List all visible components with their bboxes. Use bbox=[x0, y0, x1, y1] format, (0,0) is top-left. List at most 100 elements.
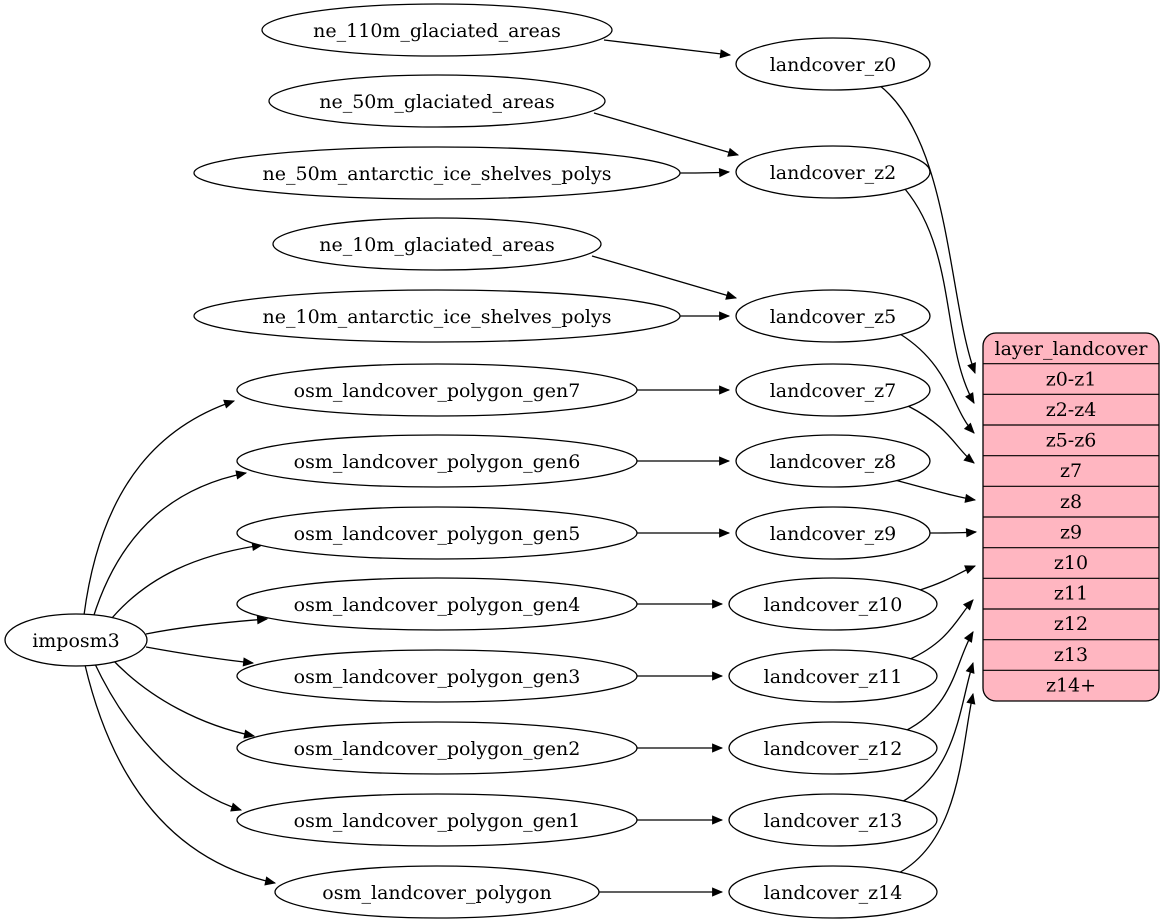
layer-ellipse bbox=[735, 434, 931, 488]
edge-landcover_z12-to-row-z12 bbox=[904, 631, 974, 732]
node-landcover_z10: landcover_z10 bbox=[728, 577, 938, 631]
edge-imposm3-to-osm_landcover_polygon_gen2 bbox=[109, 656, 256, 739]
node-landcover_z12: landcover_z12 bbox=[728, 721, 938, 775]
edge-landcover_z9-to-row-z9 bbox=[929, 528, 978, 538]
node-landcover_z5: landcover_z5 bbox=[735, 289, 931, 343]
layer-ellipse bbox=[735, 289, 931, 343]
source-ellipse bbox=[236, 577, 638, 631]
table-row-z13: z13 bbox=[1054, 644, 1088, 666]
edge-ne_50m_glaciated_areas-to-landcover_z2 bbox=[593, 112, 740, 157]
source-label: osm_landcover_polygon_gen3 bbox=[294, 666, 581, 688]
table-row-z14plus: z14+ bbox=[1046, 675, 1096, 697]
edge-landcover_z10-to-row-z10 bbox=[919, 565, 977, 591]
layer-label: landcover_z12 bbox=[764, 738, 903, 760]
layer-ellipse bbox=[735, 506, 931, 560]
layer-label: landcover_z9 bbox=[770, 523, 897, 545]
table-row-z8: z8 bbox=[1060, 491, 1082, 513]
layer-label: landcover_z8 bbox=[770, 451, 897, 473]
layer-ellipse bbox=[735, 363, 931, 417]
layer-ellipse bbox=[728, 865, 938, 919]
source-ellipse bbox=[193, 289, 681, 343]
source-label: ne_10m_antarctic_ice_shelves_polys bbox=[263, 306, 612, 328]
node-osm_landcover_polygon_gen3: osm_landcover_polygon_gen3 bbox=[236, 649, 638, 703]
table-row-z5-z6: z5-z6 bbox=[1046, 430, 1097, 452]
source-label: osm_landcover_polygon_gen7 bbox=[294, 380, 581, 402]
node-landcover_z8: landcover_z8 bbox=[735, 434, 931, 488]
layer-label: landcover_z13 bbox=[764, 810, 903, 832]
source-label: ne_10m_glaciated_areas bbox=[319, 234, 555, 256]
node-osm_landcover_polygon_gen7: osm_landcover_polygon_gen7 bbox=[236, 363, 638, 417]
edge-ne_110m_glaciated_areas-to-landcover_z0 bbox=[603, 39, 732, 59]
source-ellipse bbox=[274, 865, 600, 919]
layer-ellipse bbox=[728, 577, 938, 631]
imposm3-ellipse bbox=[4, 613, 148, 667]
node-landcover_z11: landcover_z11 bbox=[728, 649, 938, 703]
edge-landcover_z7-to-row-z7 bbox=[907, 405, 975, 464]
layer-label: landcover_z0 bbox=[770, 54, 897, 76]
table-row-z0-z1: z0-z1 bbox=[1046, 369, 1097, 391]
edge-imposm3-to-osm_landcover_polygon_gen7 bbox=[83, 399, 236, 616]
source-ellipse bbox=[236, 363, 638, 417]
source-label: osm_landcover_polygon bbox=[322, 882, 551, 904]
node-landcover_z7: landcover_z7 bbox=[735, 363, 931, 417]
source-ellipse bbox=[236, 649, 638, 703]
node-osm_landcover_polygon_gen6: osm_landcover_polygon_gen6 bbox=[236, 434, 638, 488]
source-ellipse bbox=[236, 721, 638, 775]
source-ellipse bbox=[236, 506, 638, 560]
node-landcover_z13: landcover_z13 bbox=[728, 793, 938, 847]
layer-ellipse bbox=[728, 793, 938, 847]
node-osm_landcover_polygon_gen5: osm_landcover_polygon_gen5 bbox=[236, 506, 638, 560]
table-row-z12: z12 bbox=[1054, 613, 1088, 635]
edge-imposm3-to-osm_landcover_polygon_gen6 bbox=[92, 470, 248, 619]
source-label: ne_110m_glaciated_areas bbox=[313, 20, 561, 42]
source-ellipse bbox=[236, 793, 638, 847]
edge-ne_50m_antarctic_ice_shelves_polys-to-landcover_z2 bbox=[679, 168, 731, 178]
source-label: osm_landcover_polygon_gen5 bbox=[294, 523, 581, 545]
source-label: osm_landcover_polygon_gen1 bbox=[294, 810, 581, 832]
table-row-z11: z11 bbox=[1054, 583, 1088, 605]
layer-ellipse bbox=[735, 37, 931, 91]
edge-imposm3-to-osm_landcover_polygon_gen4 bbox=[145, 615, 269, 635]
table-title: layer_landcover bbox=[995, 338, 1149, 360]
edge-imposm3-to-osm_landcover_polygon_gen3 bbox=[145, 646, 255, 667]
layer-ellipse bbox=[728, 649, 938, 703]
source-ellipse bbox=[261, 3, 613, 57]
table-row-z10: z10 bbox=[1054, 552, 1088, 574]
source-ellipse bbox=[272, 217, 602, 271]
edge-landcover_z5-to-row-z5-z6 bbox=[899, 333, 975, 434]
table-row-z7: z7 bbox=[1060, 460, 1082, 482]
source-label: osm_landcover_polygon_gen4 bbox=[294, 594, 581, 616]
layer-label: landcover_z7 bbox=[770, 380, 897, 402]
imposm3-label: imposm3 bbox=[32, 630, 120, 652]
edges bbox=[83, 39, 978, 897]
layer-ellipse bbox=[735, 145, 931, 199]
node-osm_landcover_polygon_gen1: osm_landcover_polygon_gen1 bbox=[236, 793, 638, 847]
edge-imposm3-to-osm_landcover_polygon bbox=[84, 664, 277, 886]
node-ne_110m_glaciated_areas: ne_110m_glaciated_areas bbox=[261, 3, 613, 57]
layer-label: landcover_z11 bbox=[764, 666, 903, 688]
node-landcover_z0: landcover_z0 bbox=[735, 37, 931, 91]
layer-ellipse bbox=[728, 721, 938, 775]
node-ne_50m_antarctic_ice_shelves_polys: ne_50m_antarctic_ice_shelves_polys bbox=[193, 146, 681, 200]
edge-landcover_z2-to-row-z2-z4 bbox=[904, 188, 975, 404]
layer-label: landcover_z10 bbox=[764, 594, 903, 616]
node-ne_10m_glaciated_areas: ne_10m_glaciated_areas bbox=[272, 217, 602, 271]
layer-label: landcover_z14 bbox=[764, 882, 903, 904]
edge-landcover_z8-to-row-z8 bbox=[890, 478, 977, 503]
edge-imposm3-to-osm_landcover_polygon_gen5 bbox=[106, 541, 264, 625]
node-imposm3: imposm3 bbox=[4, 613, 148, 667]
node-landcover_z9: landcover_z9 bbox=[735, 506, 931, 560]
node-ne_10m_antarctic_ice_shelves_polys: ne_10m_antarctic_ice_shelves_polys bbox=[193, 289, 681, 343]
node-layer_landcover-table: layer_landcover z0-z1 z2-z4 z5-z6 z7 z8 … bbox=[982, 332, 1160, 702]
source-label: ne_50m_glaciated_areas bbox=[319, 91, 555, 113]
edge-imposm3-to-osm_landcover_polygon_gen1 bbox=[93, 661, 243, 812]
edge-landcover_z14-to-row-z14 bbox=[894, 692, 976, 876]
source-ellipse bbox=[236, 434, 638, 488]
node-landcover_z14: landcover_z14 bbox=[728, 865, 938, 919]
edge-landcover_z0-to-row-z0-z1 bbox=[878, 84, 976, 375]
source-label: osm_landcover_polygon_gen6 bbox=[294, 451, 581, 473]
source-ellipse bbox=[193, 146, 681, 200]
node-landcover_z2: landcover_z2 bbox=[735, 145, 931, 199]
